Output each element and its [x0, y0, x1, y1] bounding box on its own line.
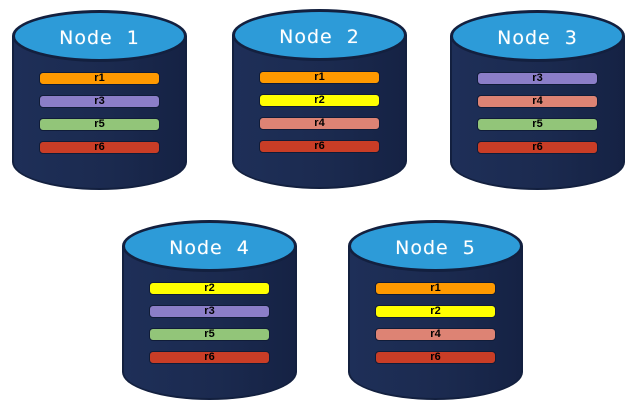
- replica-bar-r2: r2: [259, 94, 380, 107]
- node-label: Node 5: [395, 236, 476, 259]
- replica-bar-r1: r1: [259, 71, 380, 84]
- replica-bar-r4: r4: [375, 328, 496, 341]
- replica-bar-r1: r1: [375, 282, 496, 295]
- replica-bar-r6: r6: [149, 351, 270, 364]
- node-label: Node 3: [497, 26, 578, 49]
- replica-bar-r5: r5: [39, 118, 160, 131]
- cylinder-top: Node 4: [122, 220, 297, 272]
- replica-list: r1 r3 r5 r6: [39, 72, 160, 154]
- replica-bar-r1: r1: [39, 72, 160, 85]
- db-node-1: Node 1 r1 r3 r5 r6: [12, 10, 187, 190]
- replica-list: r1 r2 r4 r6: [259, 71, 380, 153]
- replica-list: r3 r4 r5 r6: [477, 72, 598, 154]
- node-label: Node 2: [279, 25, 360, 48]
- replica-bar-r5: r5: [149, 328, 270, 341]
- replica-bar-r6: r6: [39, 141, 160, 154]
- replica-bar-r6: r6: [477, 141, 598, 154]
- db-node-4: Node 4 r2 r3 r5 r6: [122, 220, 297, 400]
- replica-bar-r3: r3: [39, 95, 160, 108]
- replica-bar-r3: r3: [149, 305, 270, 318]
- node-label: Node 4: [169, 236, 250, 259]
- node-label: Node 1: [59, 26, 140, 49]
- replica-bar-r4: r4: [477, 95, 598, 108]
- replica-bar-r2: r2: [375, 305, 496, 318]
- cylinder-top: Node 5: [348, 220, 523, 272]
- replica-bar-r6: r6: [375, 351, 496, 364]
- replica-bar-r4: r4: [259, 117, 380, 130]
- db-node-3: Node 3 r3 r4 r5 r6: [450, 10, 625, 190]
- cylinder-top: Node 2: [232, 9, 407, 61]
- replica-bar-r2: r2: [149, 282, 270, 295]
- replica-bar-r5: r5: [477, 118, 598, 131]
- replica-list: r1 r2 r4 r6: [375, 282, 496, 364]
- db-node-2: Node 2 r1 r2 r4 r6: [232, 9, 407, 189]
- replica-list: r2 r3 r5 r6: [149, 282, 270, 364]
- cylinder-top: Node 3: [450, 10, 625, 62]
- cylinder-top: Node 1: [12, 10, 187, 62]
- replica-bar-r3: r3: [477, 72, 598, 85]
- replica-bar-r6: r6: [259, 140, 380, 153]
- db-node-5: Node 5 r1 r2 r4 r6: [348, 220, 523, 400]
